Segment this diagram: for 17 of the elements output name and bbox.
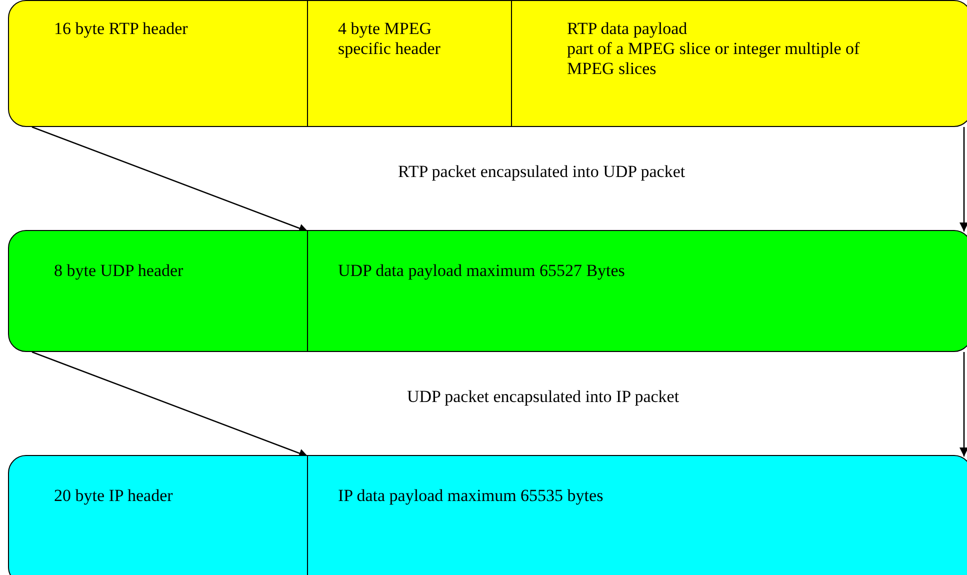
caption-text: UDP packet encapsulated into IP packet — [407, 387, 680, 407]
arrow — [32, 351, 308, 458]
arrow — [960, 352, 967, 456]
field-title: IP data payload maximum 65535 bytes — [338, 486, 604, 506]
packet-bar — [8, 0, 967, 127]
caption-text: RTP packet encapsulated into UDP packet — [398, 162, 686, 182]
field-title: RTP data payload — [567, 19, 688, 39]
packet-bar — [8, 230, 967, 352]
arrow — [32, 126, 308, 233]
field-title: 20 byte IP header — [54, 486, 174, 506]
field-title: 8 byte UDP header — [54, 261, 184, 281]
arrow — [960, 127, 967, 232]
field-title: 16 byte RTP header — [54, 19, 189, 39]
field-description: part of a MPEG slice or integer multiple of MPEG slices — [567, 39, 861, 79]
field-title: 4 byte MPEG specific header — [338, 19, 442, 59]
field-title: UDP data payload maximum 65527 Bytes — [338, 261, 626, 281]
packet-bar — [8, 455, 967, 575]
